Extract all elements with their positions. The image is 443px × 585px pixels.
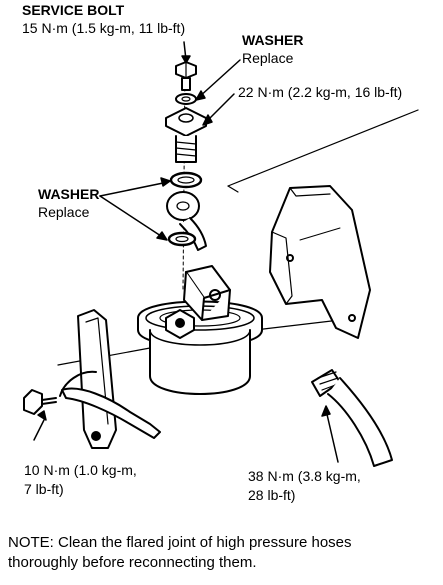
clamp-bolt-torque-line2: 7 lb-ft) <box>24 481 64 497</box>
lower-washer <box>167 231 197 247</box>
note-line-1: NOTE: Clean the flared joint of high pre… <box>8 534 352 551</box>
left-washer-title: WASHER <box>38 186 100 202</box>
top-washer <box>175 93 197 105</box>
note-line-2: thoroughly before reconnecting them. <box>8 554 257 571</box>
banjo-eye <box>166 191 207 251</box>
top-washer-note: Replace <box>242 50 294 66</box>
banjo-bolt-torque: 22 N·m (2.2 kg-m, 16 lb-ft) <box>238 84 403 100</box>
service-bolt-title: SERVICE BOLT <box>22 2 125 18</box>
hose-fitting-torque-line1: 38 N·m (3.8 kg-m, <box>248 468 361 484</box>
middle-washer <box>169 171 203 189</box>
top-washer-title: WASHER <box>242 32 304 48</box>
high-pressure-hose <box>311 369 393 467</box>
clamp-bolt-torque-line1: 10 N·m (1.0 kg-m, <box>24 462 137 478</box>
clamp-bolt <box>23 389 57 415</box>
filter-clamp <box>59 309 161 449</box>
left-washer-note: Replace <box>38 204 90 220</box>
fuel-filter <box>137 265 263 395</box>
hose-fitting-torque-line2: 28 lb-ft) <box>248 487 296 503</box>
mounting-bracket <box>269 185 371 339</box>
service-bolt <box>175 61 197 91</box>
note-text: NOTE: Clean the flared joint of high pre… <box>8 533 438 573</box>
service-bolt-torque: 15 N·m (1.5 kg-m, 11 lb-ft) <box>22 20 186 36</box>
banjo-fitting <box>165 107 207 163</box>
leader-lines <box>33 41 339 463</box>
